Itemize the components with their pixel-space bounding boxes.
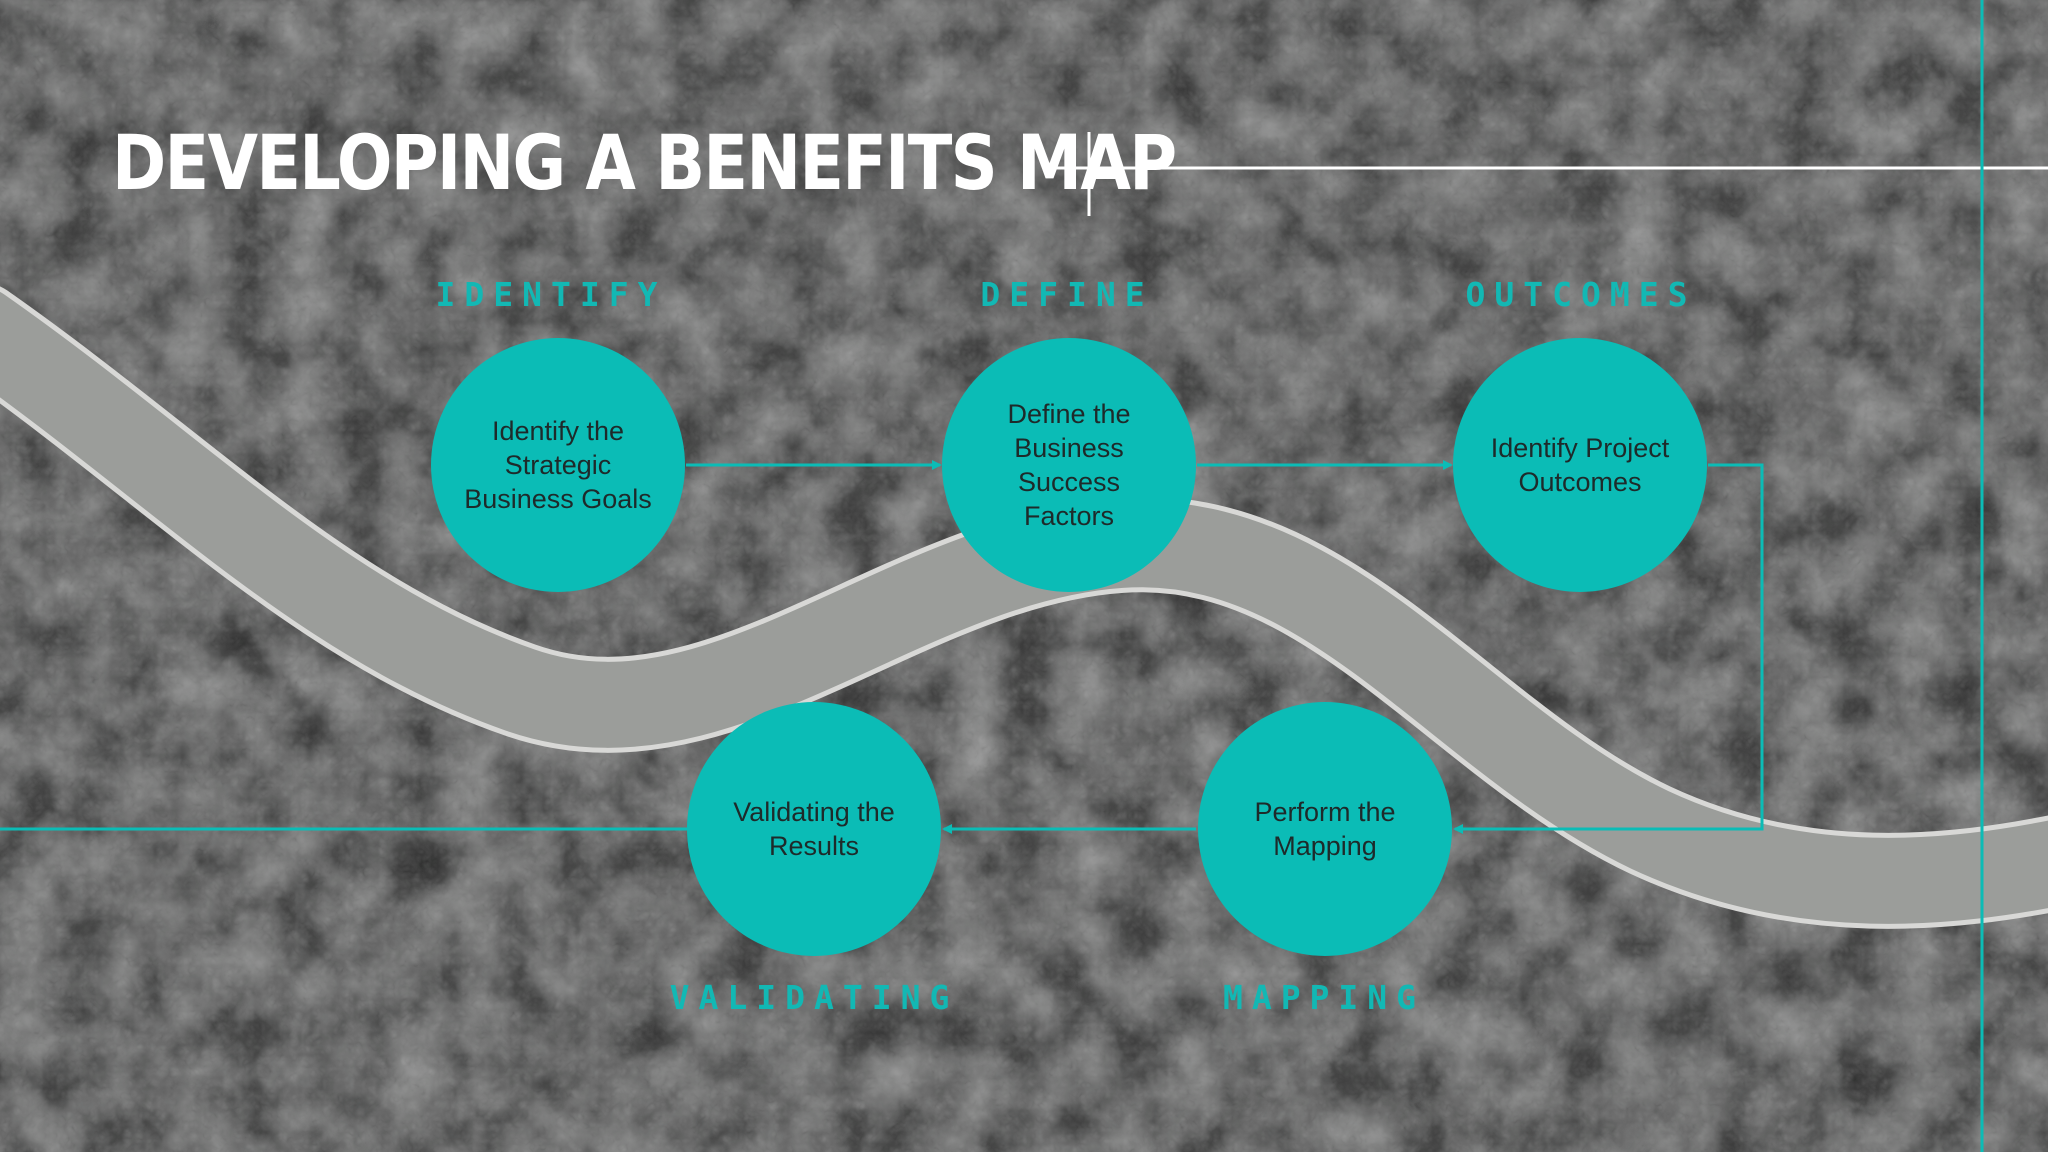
step-node-identify: Identify the Strategic Business Goals [431, 338, 685, 592]
step-node-outcomes: Identify Project Outcomes [1453, 338, 1707, 592]
step-node-mapping: Perform the Mapping [1198, 702, 1452, 956]
step-text-mapping: Perform the Mapping [1254, 797, 1396, 861]
step-label-outcomes: OUTCOMES [1465, 275, 1697, 314]
step-node-validating: Validating the Results [687, 702, 941, 956]
step-text-validating: Validating the Results [733, 797, 895, 861]
step-text-define: Define the Business Success Factors [1007, 399, 1131, 531]
step-label-validating: VALIDATING [669, 978, 959, 1017]
step-label-define: DEFINE [980, 275, 1154, 314]
step-label-mapping: MAPPING [1222, 978, 1426, 1017]
connector-outcomes-mapping [1453, 463, 1764, 834]
step-label-identify: IDENTIFY [435, 275, 667, 314]
step-node-define: Define the Business Success Factors [942, 338, 1196, 592]
step-text-identify: Identify the Strategic Business Goals [464, 416, 652, 514]
page-title: DEVELOPING A BENEFITS MAP [112, 118, 1177, 207]
step-text-outcomes: Identify Project Outcomes [1490, 433, 1670, 497]
